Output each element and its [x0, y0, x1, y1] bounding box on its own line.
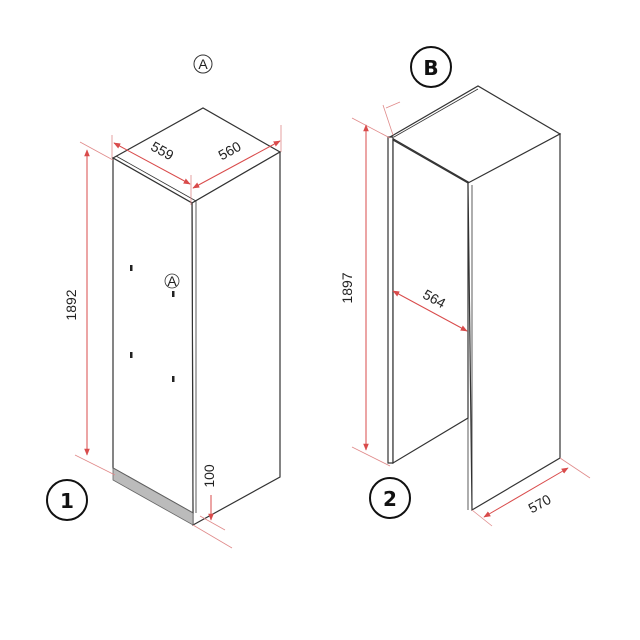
cabinet-door	[112, 156, 194, 515]
label-b: B	[423, 56, 438, 80]
step-2-circle	[369, 477, 411, 519]
step-1-circle	[46, 479, 88, 521]
figure-1-cabinet: A 1892 559 560 100	[63, 107, 282, 549]
step-1-label: 1	[60, 489, 74, 513]
step-2-label: 2	[383, 487, 397, 511]
figure-2-cabinet-housing: 1897 564 570	[339, 85, 591, 527]
label-a: A	[198, 56, 208, 72]
dim-1897-label: 1897	[339, 272, 355, 303]
door-a-marker	[164, 273, 180, 289]
dim-1892-label: 1892	[63, 289, 79, 320]
dim-560-line	[192, 140, 281, 189]
label-a-circle	[193, 54, 213, 74]
door-a-label: A	[167, 273, 177, 289]
left-panel-edge	[387, 136, 394, 464]
dim-570-label: 570	[525, 491, 553, 516]
dim-564-line	[392, 290, 468, 332]
hinge-marks	[130, 265, 175, 382]
dim-570-line	[483, 467, 569, 518]
right-panel	[467, 133, 561, 512]
dim-559-line	[113, 142, 191, 185]
label-b-circle	[410, 46, 452, 88]
dim-100-label: 100	[201, 464, 217, 488]
